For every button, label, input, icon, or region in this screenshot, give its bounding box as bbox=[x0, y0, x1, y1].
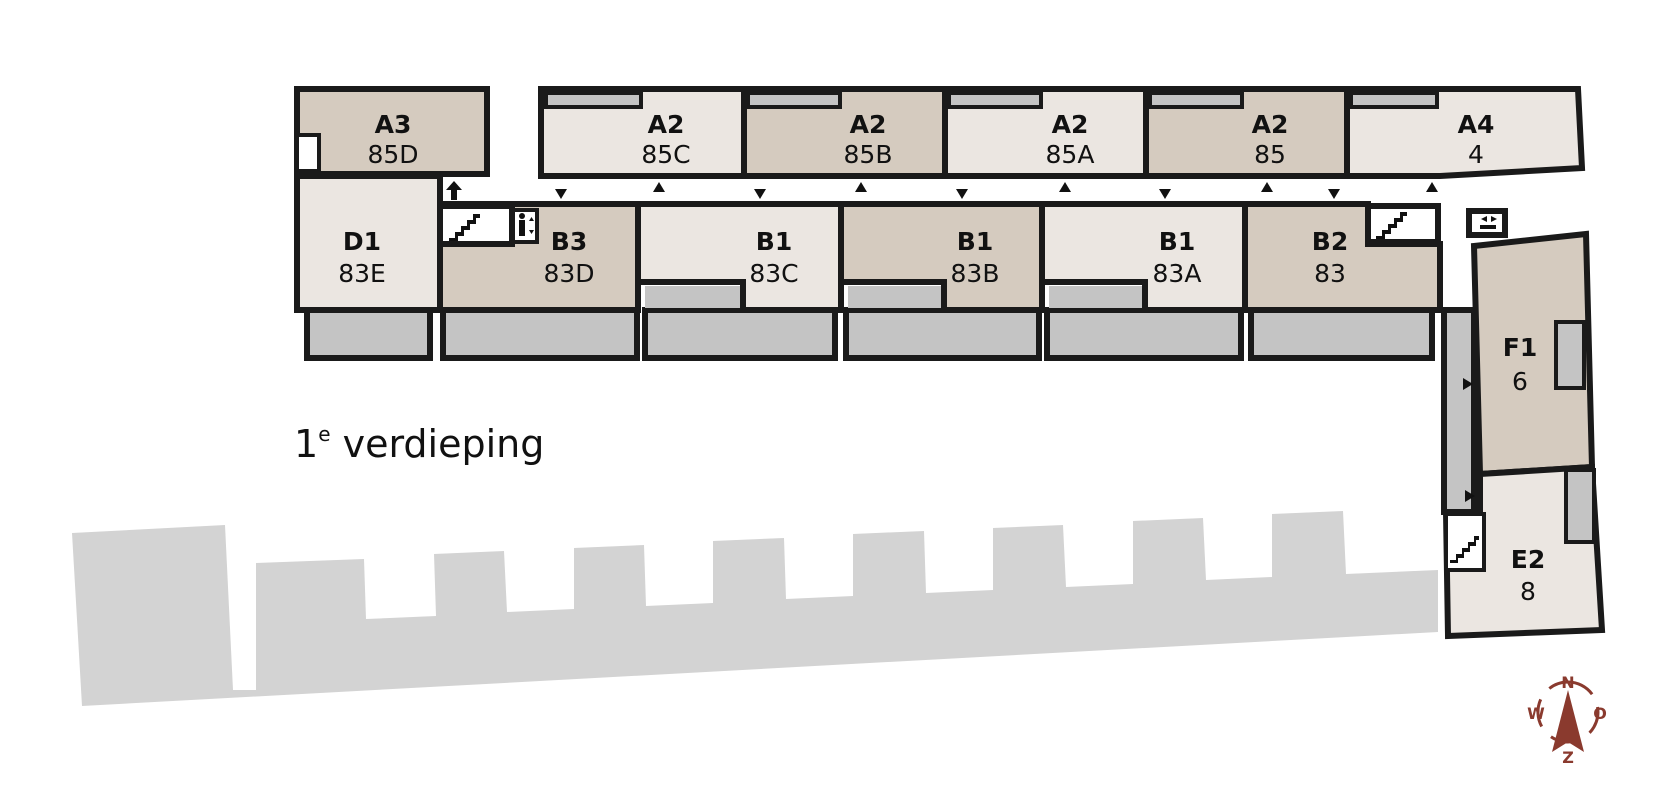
elevator-box bbox=[1466, 208, 1508, 238]
down-marker bbox=[1159, 189, 1171, 199]
unit-number: 83B bbox=[951, 259, 1000, 288]
core-stair-toilet bbox=[437, 203, 539, 247]
unit-type: B1 bbox=[756, 227, 792, 256]
unit-e2-8[interactable]: E2 8 bbox=[1442, 463, 1606, 640]
unit-f1-6[interactable]: F1 6 bbox=[1470, 230, 1596, 478]
down-marker bbox=[555, 189, 567, 199]
unit-number: 83 bbox=[1314, 259, 1346, 288]
unit-number: 85 bbox=[1254, 140, 1286, 169]
down-marker bbox=[1328, 189, 1340, 199]
unit-number: 85C bbox=[641, 140, 690, 169]
unit-a2-85[interactable]: A2 85 bbox=[1143, 86, 1350, 179]
unit-a2-85c[interactable]: A2 85C bbox=[538, 86, 747, 179]
unit-number: 85A bbox=[1046, 140, 1095, 169]
staircase-icon bbox=[1376, 212, 1407, 239]
unit-number: 83E bbox=[338, 259, 386, 288]
unit-type: F1 bbox=[1503, 333, 1537, 362]
unit-type: A2 bbox=[648, 110, 685, 139]
compass-north: N bbox=[1561, 673, 1574, 692]
up-marker bbox=[1261, 182, 1273, 192]
staircase-icon bbox=[449, 214, 480, 241]
unit-b1-83c[interactable]: B1 83C bbox=[635, 201, 844, 313]
unit-type: A2 bbox=[850, 110, 887, 139]
right-marker bbox=[1463, 378, 1473, 390]
unit-a3-85d[interactable]: A3 85D bbox=[294, 86, 490, 177]
compass-east: O bbox=[1593, 704, 1607, 723]
up-marker bbox=[653, 182, 665, 192]
unit-a4-4[interactable]: A4 4 bbox=[1344, 86, 1586, 179]
compass-south: Z bbox=[1562, 748, 1574, 767]
unit-b1-83b[interactable]: B1 83B bbox=[838, 201, 1045, 313]
compass-west: W bbox=[1527, 704, 1545, 723]
unit-number: 85D bbox=[367, 140, 418, 169]
balconies bbox=[304, 307, 1435, 361]
down-marker bbox=[754, 189, 766, 199]
unit-type: B3 bbox=[551, 227, 587, 256]
unit-type: A2 bbox=[1052, 110, 1089, 139]
floor-number: 1 bbox=[294, 422, 318, 466]
unit-a2-85a[interactable]: A2 85A bbox=[942, 86, 1149, 179]
unit-number: 83C bbox=[749, 259, 798, 288]
unit-type: E2 bbox=[1511, 545, 1545, 574]
unit-number: 83D bbox=[543, 259, 594, 288]
floor-name: verdieping bbox=[343, 422, 545, 466]
unit-type: D1 bbox=[343, 227, 381, 256]
corridor-markers bbox=[446, 181, 1438, 200]
unit-a2-85b[interactable]: A2 85B bbox=[741, 86, 948, 179]
ground-floor-footprint bbox=[72, 511, 1438, 706]
unit-number: 85B bbox=[844, 140, 893, 169]
staircase-icon bbox=[1450, 536, 1479, 563]
unit-type: A3 bbox=[375, 110, 412, 139]
toilet-icon bbox=[519, 213, 534, 236]
up-marker bbox=[1426, 182, 1438, 192]
stair-east bbox=[1365, 203, 1441, 245]
unit-type: B1 bbox=[957, 227, 993, 256]
unit-type: A2 bbox=[1252, 110, 1289, 139]
unit-type: B1 bbox=[1159, 227, 1195, 256]
up-marker bbox=[855, 182, 867, 192]
unit-number: 6 bbox=[1512, 367, 1528, 396]
floor-suffix: e bbox=[318, 422, 330, 446]
right-marker bbox=[1465, 490, 1475, 502]
unit-number: 8 bbox=[1520, 577, 1536, 606]
east-gallery bbox=[1441, 307, 1477, 515]
compass-needle bbox=[1552, 690, 1584, 752]
down-marker bbox=[956, 189, 968, 199]
exit-arrow-icon bbox=[446, 181, 462, 200]
unit-type: B2 bbox=[1312, 227, 1348, 256]
unit-number: 4 bbox=[1468, 140, 1484, 169]
floor-label: 1e verdieping bbox=[294, 422, 544, 466]
unit-d1-83e[interactable]: D1 83E bbox=[294, 173, 443, 313]
up-marker bbox=[1059, 182, 1071, 192]
elevator-icon bbox=[1480, 216, 1497, 229]
unit-type: A4 bbox=[1458, 110, 1495, 139]
unit-number: 83A bbox=[1153, 259, 1202, 288]
unit-b1-83a[interactable]: B1 83A bbox=[1039, 201, 1248, 313]
compass-icon: N O Z W bbox=[1527, 673, 1607, 767]
